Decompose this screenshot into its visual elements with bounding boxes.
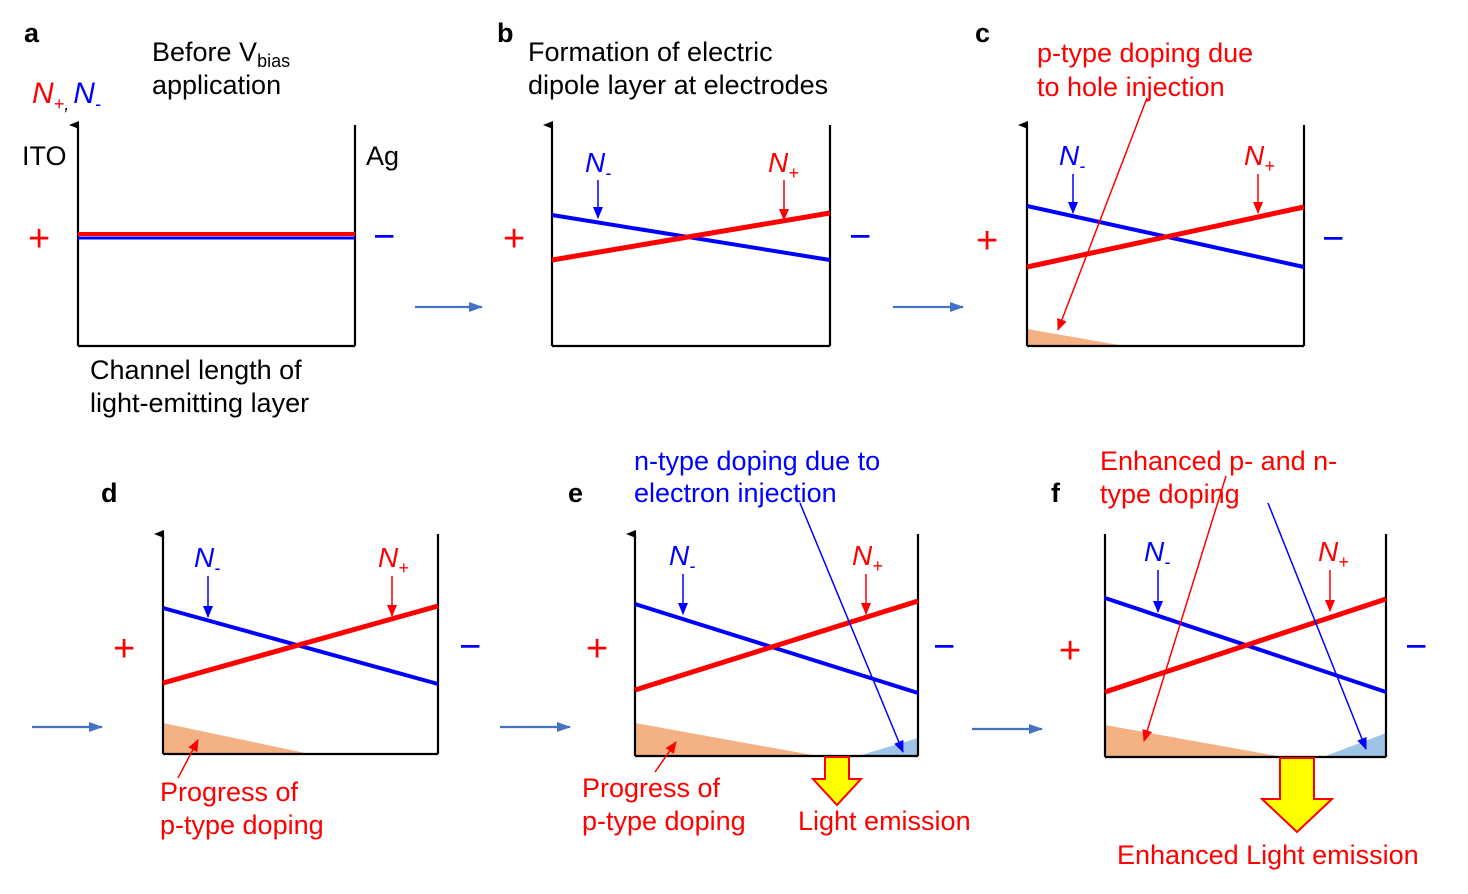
minus-sign: −: [849, 216, 871, 258]
enhanced-light-emission-label: Enhanced Light emission: [1117, 840, 1419, 870]
n-minus-label: N-: [585, 147, 611, 183]
panel-b-title-line2: dipole layer at electrodes: [528, 70, 828, 100]
plus-sign: +: [586, 628, 608, 670]
panel-letter-a: a: [24, 18, 40, 48]
x-axis-label-line1: Channel length of: [90, 355, 302, 385]
n-plus-line: [1104, 596, 1387, 695]
n-doping-region: [858, 738, 918, 756]
panel-b: b Formation of electric dipole layer at …: [497, 18, 871, 348]
legend-n-plus-n-minus: N+,N-: [32, 77, 101, 114]
p-doping-region: [1027, 329, 1125, 346]
p-doping-region: [163, 723, 310, 754]
n-plus-label: N+: [852, 540, 883, 576]
minus-sign: −: [373, 216, 395, 258]
panel-c: c p-type doping due to hole injection N-…: [975, 18, 1344, 348]
x-axis-label-line2: light-emitting layer: [90, 388, 309, 418]
progress-label-line2: p-type doping: [160, 810, 324, 840]
n-minus-label: N-: [1059, 140, 1085, 176]
plus-sign: +: [28, 218, 50, 260]
n-doping-annotation-line2: electron injection: [634, 478, 837, 508]
p-doping-pointer: [1142, 475, 1227, 742]
light-emission-label: Light emission: [798, 806, 971, 836]
n-minus-line: [634, 602, 919, 695]
minus-sign: −: [1405, 626, 1427, 668]
p-doping-annotation-line2: to hole injection: [1037, 72, 1225, 102]
progress-label-line1: Progress of: [582, 773, 721, 803]
n-doping-pointer: [1267, 502, 1367, 750]
panel-letter-b: b: [497, 18, 514, 48]
electrode-ito-label: ITO: [22, 141, 67, 171]
p-doping-pointer: [1057, 97, 1148, 331]
n-minus-label: N-: [1144, 536, 1170, 572]
plus-sign: +: [113, 628, 135, 670]
panel-letter-d: d: [101, 478, 118, 508]
emission-arrow: [810, 756, 864, 807]
p-doping-region: [1105, 725, 1283, 757]
n-plus-label: N+: [378, 542, 409, 578]
plus-sign: +: [976, 220, 998, 262]
panel-b-title-line1: Formation of electric: [528, 37, 773, 67]
n-doping-annotation-line1: n-type doping due to: [634, 446, 880, 476]
p-doping-region: [635, 723, 818, 756]
panel-letter-e: e: [568, 478, 583, 508]
p-doping-pointer: [177, 739, 199, 779]
n-plus-label: N+: [1244, 140, 1275, 176]
minus-sign: −: [933, 626, 955, 668]
panel-letter-c: c: [975, 18, 990, 48]
progress-label-line1: Progress of: [160, 777, 299, 807]
p-doping-pointer: [654, 741, 677, 773]
electrode-ag-label: Ag: [366, 141, 399, 171]
n-plus-line: [162, 603, 439, 686]
minus-sign: −: [459, 626, 481, 668]
panel-e: e n-type doping due to electron injectio…: [568, 446, 971, 836]
n-plus-label: N+: [768, 147, 799, 183]
n-plus-line: [634, 598, 919, 693]
n-doping-pointer: [799, 502, 904, 753]
panel-d: d N- N+ + − Progress of p-type doping: [101, 478, 481, 840]
panel-a: a Before Vbias application N+,N- ITO Ag …: [22, 18, 399, 418]
plus-sign: +: [503, 218, 525, 260]
enhanced-emission-arrow: [1259, 757, 1335, 834]
n-doping-region: [1323, 733, 1386, 757]
plus-sign: +: [1059, 630, 1081, 672]
panel-f: f Enhanced p- and n- type doping N- N+ +…: [1051, 446, 1427, 870]
n-minus-label: N-: [194, 542, 220, 578]
minus-sign: −: [1322, 218, 1344, 260]
n-plus-label: N+: [1318, 536, 1349, 572]
panel-a-title-line1: Before Vbias: [152, 37, 290, 71]
progress-label-line2: p-type doping: [582, 806, 746, 836]
panel-a-title-line2: application: [152, 70, 281, 100]
enhanced-doping-annotation-line1: Enhanced p- and n-: [1100, 446, 1337, 476]
p-doping-annotation-line1: p-type doping due: [1037, 38, 1253, 68]
enhanced-doping-annotation-line2: type doping: [1100, 479, 1240, 509]
panel-letter-f: f: [1051, 478, 1061, 508]
n-plus-line: [1026, 204, 1305, 270]
n-minus-label: N-: [669, 540, 695, 576]
